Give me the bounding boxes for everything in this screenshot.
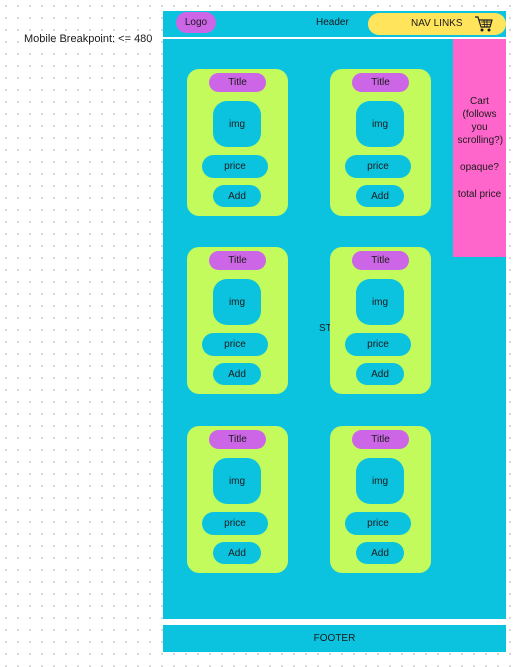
product-price: price [202,512,268,535]
header-divider [163,37,506,39]
product-image: img [213,279,261,325]
cart-total-price: total price [457,189,502,200]
main-content: ST Title img price Add Title img price A… [163,39,506,619]
product-card: Title img price Add [330,247,431,394]
cart-panel[interactable]: Cart (follows you scrolling?) opaque? to… [453,39,506,257]
cart-panel-title: Cart (follows you scrolling?) [457,96,504,146]
logo[interactable]: Logo [176,12,216,33]
add-to-cart-button[interactable]: Add [356,363,404,385]
add-to-cart-button[interactable]: Add [213,542,261,564]
product-price: price [202,333,268,356]
product-card: Title img price Add [330,426,431,573]
main-label: ST [319,323,332,334]
footer: FOOTER [163,625,506,652]
product-title: Title [352,73,409,92]
nav-links-label: NAV LINKS [411,18,463,29]
product-title: Title [209,430,266,449]
header-label: Header [316,17,349,28]
add-to-cart-button[interactable]: Add [356,542,404,564]
product-price: price [345,155,411,178]
cart-opaque-note: opaque? [460,162,499,173]
product-image: img [356,458,404,504]
product-price: price [202,155,268,178]
product-image: img [213,101,261,147]
product-card: Title img price Add [330,69,431,216]
product-image: img [356,279,404,325]
nav-links[interactable]: NAV LINKS [368,13,506,35]
add-to-cart-button[interactable]: Add [213,185,261,207]
product-title: Title [352,251,409,270]
shopping-cart-icon[interactable] [474,15,494,33]
product-card: Title img price Add [187,426,288,573]
footer-divider [163,619,506,625]
product-price: price [345,333,411,356]
product-image: img [356,101,404,147]
mobile-wireframe: Logo Header NAV LINKS ST Title img price… [163,11,506,652]
breakpoint-note: Mobile Breakpoint: <= 480 [24,33,153,45]
add-to-cart-button[interactable]: Add [356,185,404,207]
product-card: Title img price Add [187,247,288,394]
product-card: Title img price Add [187,69,288,216]
product-title: Title [209,251,266,270]
product-title: Title [352,430,409,449]
header-bar: Logo Header NAV LINKS [163,11,506,37]
product-title: Title [209,73,266,92]
product-price: price [345,512,411,535]
add-to-cart-button[interactable]: Add [213,363,261,385]
product-image: img [213,458,261,504]
